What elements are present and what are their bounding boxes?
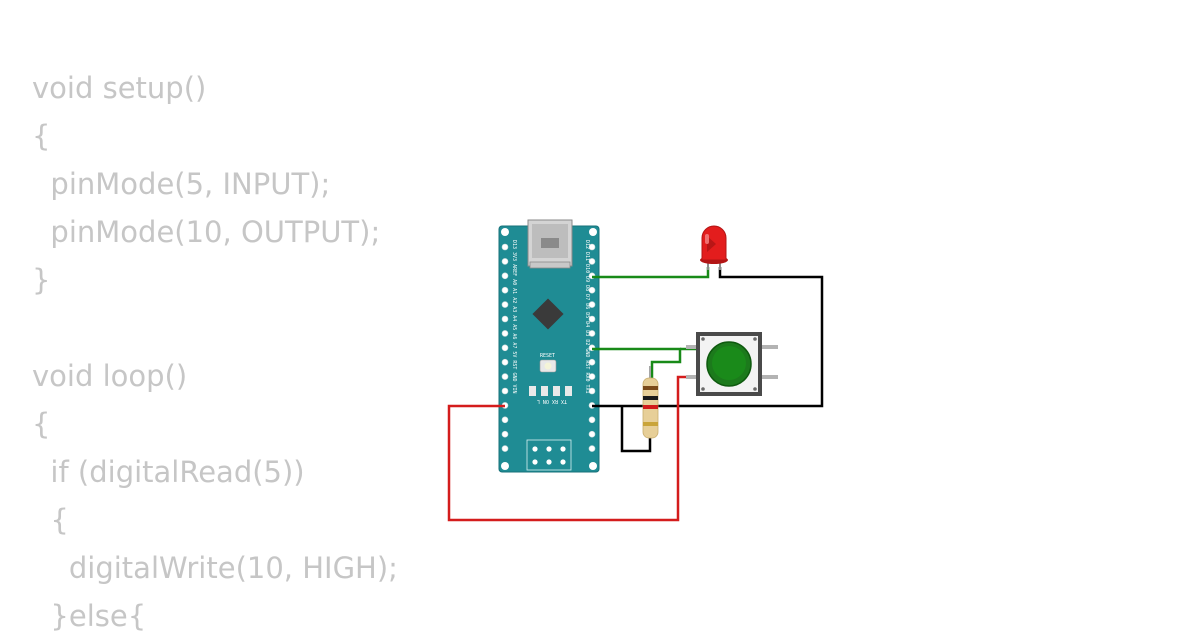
- rx-led: [541, 386, 548, 396]
- header-pin: [588, 301, 596, 308]
- icsp-header: [526, 439, 572, 471]
- code-line: digitalWrite(10, HIGH);: [32, 551, 398, 585]
- reset-label: RESET: [540, 353, 555, 359]
- header-pin: [588, 286, 596, 294]
- header-pin: [588, 416, 596, 424]
- header-pin: [501, 258, 509, 265]
- header-pin: [588, 373, 596, 380]
- red-led-icon: [700, 225, 728, 270]
- header-pin: [588, 387, 596, 395]
- wire-d5-button: [592, 347, 682, 380]
- header-pin: [588, 330, 596, 337]
- code-snippet: void setup() { pinMode(5, INPUT); pinMod…: [32, 64, 398, 640]
- arduino-nano-icon: D13 3V3 AREF A0 A1 A2 A3 A4 A5 A6 A7 5V …: [498, 219, 600, 473]
- wire-d10-led: [592, 267, 710, 279]
- header-pin: [588, 430, 596, 438]
- left-header-labels: D13 3V3 AREF A0 A1 A2 A3 A4 A5 A6 A7 5V …: [511, 240, 517, 394]
- header-pin: [501, 330, 509, 337]
- header-pin: [501, 416, 509, 424]
- code-line: }else{: [32, 599, 147, 633]
- header-pin: [501, 301, 509, 308]
- l-led: [565, 386, 572, 396]
- code-line: {: [32, 119, 51, 153]
- right-header-labels: D12 D11 D10 D9 D8 D7 D6 D5 D4 D3 D2 GND …: [584, 240, 590, 394]
- microcontroller-chip: [532, 298, 564, 330]
- header-pin: [501, 387, 509, 395]
- header-pin: [501, 373, 509, 380]
- code-line: }: [32, 263, 51, 297]
- code-line: pinMode(5, INPUT);: [32, 167, 331, 201]
- wire-resistor-ground: [620, 406, 652, 453]
- header-pin: [501, 445, 509, 452]
- header-pin: [588, 445, 596, 452]
- left-pin-header: [501, 243, 509, 452]
- push-button-icon: [686, 332, 778, 396]
- header-pin: [501, 430, 509, 438]
- right-pin-header: [588, 243, 596, 452]
- header-pin: [501, 344, 509, 352]
- header-pin: [588, 315, 596, 323]
- header-pin: [501, 358, 509, 366]
- code-line: {: [32, 503, 69, 537]
- wire-5v-button: [447, 375, 696, 522]
- led-labels: TX RX ON L: [537, 398, 567, 404]
- header-pin: [588, 358, 596, 366]
- header-pin: [501, 286, 509, 294]
- code-line: void setup(): [32, 71, 207, 105]
- tx-led: [529, 386, 536, 396]
- wire-led-ground: [592, 267, 824, 408]
- header-pin: [588, 258, 596, 265]
- header-pin: [588, 243, 596, 251]
- code-line: pinMode(10, OUTPUT);: [32, 215, 381, 249]
- code-line: if (digitalRead(5)): [32, 455, 305, 489]
- header-pin: [501, 315, 509, 323]
- usb-connector-icon: [527, 219, 573, 269]
- code-line: {: [32, 407, 51, 441]
- header-pin: [501, 243, 509, 251]
- on-led: [553, 386, 560, 396]
- code-line: void loop(): [32, 359, 188, 393]
- header-pin: [501, 272, 509, 280]
- resistor-icon: [642, 366, 659, 439]
